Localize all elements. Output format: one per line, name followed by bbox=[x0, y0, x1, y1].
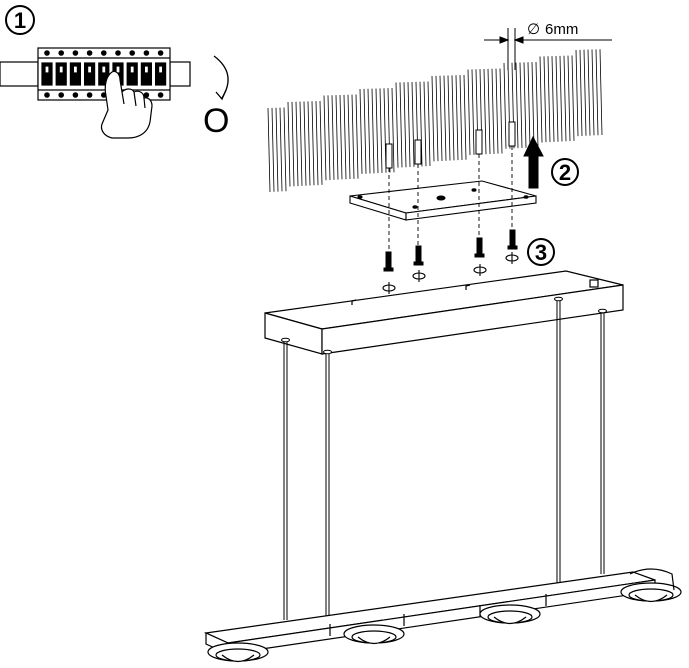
switch-off-symbol: O bbox=[203, 102, 229, 140]
breaker-panel bbox=[0, 47, 191, 101]
push-up-arrow-icon bbox=[523, 135, 544, 189]
breaker-module bbox=[41, 50, 53, 98]
light-head bbox=[479, 604, 541, 625]
canopy bbox=[264, 270, 624, 355]
rotation-marks bbox=[382, 252, 519, 294]
wall-anchor bbox=[414, 139, 422, 165]
step-1-group: 1 O bbox=[0, 5, 229, 140]
light-head bbox=[620, 568, 682, 603]
step-2-group: ∅ 6mm 2 bbox=[267, 21, 612, 250]
breaker-module bbox=[98, 50, 110, 98]
wall-anchor bbox=[508, 121, 516, 147]
ceiling-surface bbox=[267, 49, 603, 193]
screw-icon bbox=[413, 245, 424, 266]
step-3-badge bbox=[527, 238, 555, 266]
step-2-number: 2 bbox=[559, 160, 571, 185]
wall-anchor bbox=[385, 143, 393, 169]
breaker-module bbox=[55, 50, 67, 98]
rotate-icon bbox=[382, 282, 396, 294]
rotate-icon bbox=[473, 264, 487, 276]
screw-icon bbox=[507, 229, 518, 250]
drill-diameter-symbol: ∅ bbox=[527, 21, 540, 38]
drill-diameter-value: 6mm bbox=[545, 21, 578, 38]
step-2-badge bbox=[551, 158, 579, 186]
rotate-icon bbox=[505, 252, 519, 264]
light-head bbox=[343, 624, 405, 645]
drill-dimension bbox=[484, 28, 612, 70]
step-1-badge bbox=[5, 5, 35, 35]
screw-icon bbox=[383, 251, 394, 272]
screws bbox=[383, 229, 518, 272]
wall-anchor bbox=[475, 129, 483, 155]
mounting-plate bbox=[349, 180, 537, 221]
step-3-group: 3 bbox=[382, 229, 555, 294]
switch-off-arrow-icon bbox=[213, 55, 229, 101]
light-bar bbox=[203, 571, 656, 655]
light-head bbox=[207, 642, 269, 663]
alignment-guides bbox=[388, 146, 513, 250]
breaker-module bbox=[83, 50, 96, 98]
light-heads bbox=[207, 568, 682, 663]
breaker-module bbox=[155, 50, 167, 98]
rotate-icon bbox=[412, 270, 426, 282]
screw-icon bbox=[474, 237, 485, 258]
suspension-cables bbox=[281, 296, 607, 632]
step-1-number: 1 bbox=[14, 8, 26, 33]
breaker-module bbox=[69, 50, 82, 98]
hand-icon bbox=[100, 70, 153, 139]
step-3-number: 3 bbox=[535, 240, 547, 265]
breaker-module bbox=[140, 50, 152, 98]
